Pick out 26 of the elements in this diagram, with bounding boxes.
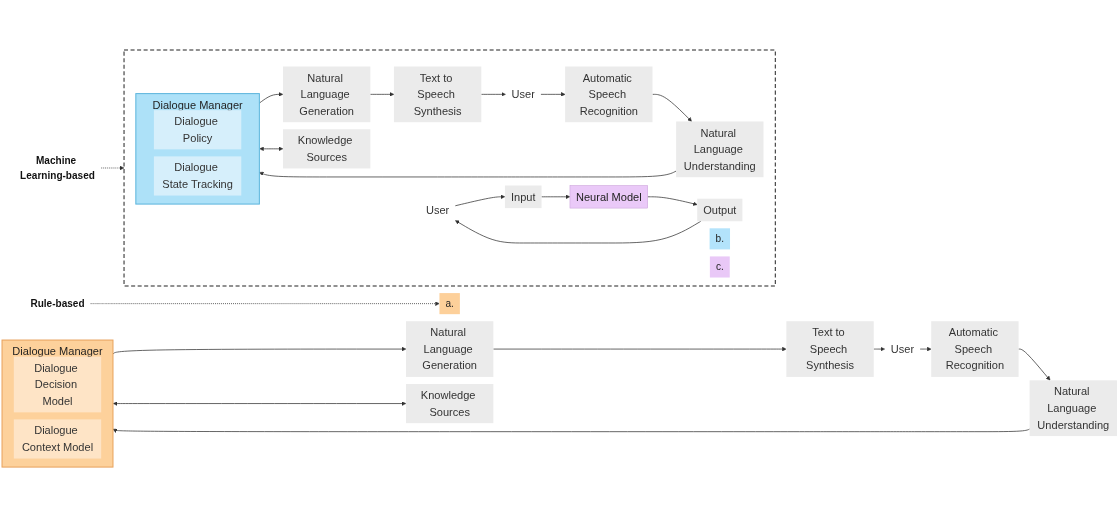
node-box: Automatic Speech Recognition [931, 321, 1019, 377]
node-box: Natural Language Understanding [676, 121, 764, 178]
node-box: Neural Model [569, 185, 648, 209]
node-text: Machine Learning-based [20, 154, 95, 182]
node-box: Dialogue Decision Model [13, 356, 102, 413]
node-box: Output [697, 198, 743, 222]
node-box: c. [709, 256, 730, 278]
node-box: Dialogue Context Model [13, 419, 102, 459]
node-box: Knowledge Sources [282, 129, 371, 169]
node-box: a. [439, 293, 460, 315]
node-text: Rule-based [30, 298, 85, 310]
node-box: Natural Language Generation [406, 321, 494, 377]
node-box: Dialogue State Tracking [153, 156, 242, 196]
node-box: Automatic Speech Recognition [565, 66, 653, 123]
node-box: b. [709, 228, 731, 250]
node-box: Natural Language Understanding [1029, 380, 1117, 437]
node-box: Dialogue Policy [153, 110, 242, 150]
node-text: User [890, 342, 915, 356]
node-box: Natural Language Generation [282, 66, 371, 123]
node-text: User [511, 88, 535, 101]
node-text: User [425, 203, 450, 217]
node-box: Text to Speech Synthesis [393, 66, 482, 123]
node-box: Input [504, 185, 542, 209]
cluster [123, 49, 776, 287]
node-box: Knowledge Sources [406, 384, 494, 424]
node-box: Text to Speech Synthesis [786, 321, 874, 377]
